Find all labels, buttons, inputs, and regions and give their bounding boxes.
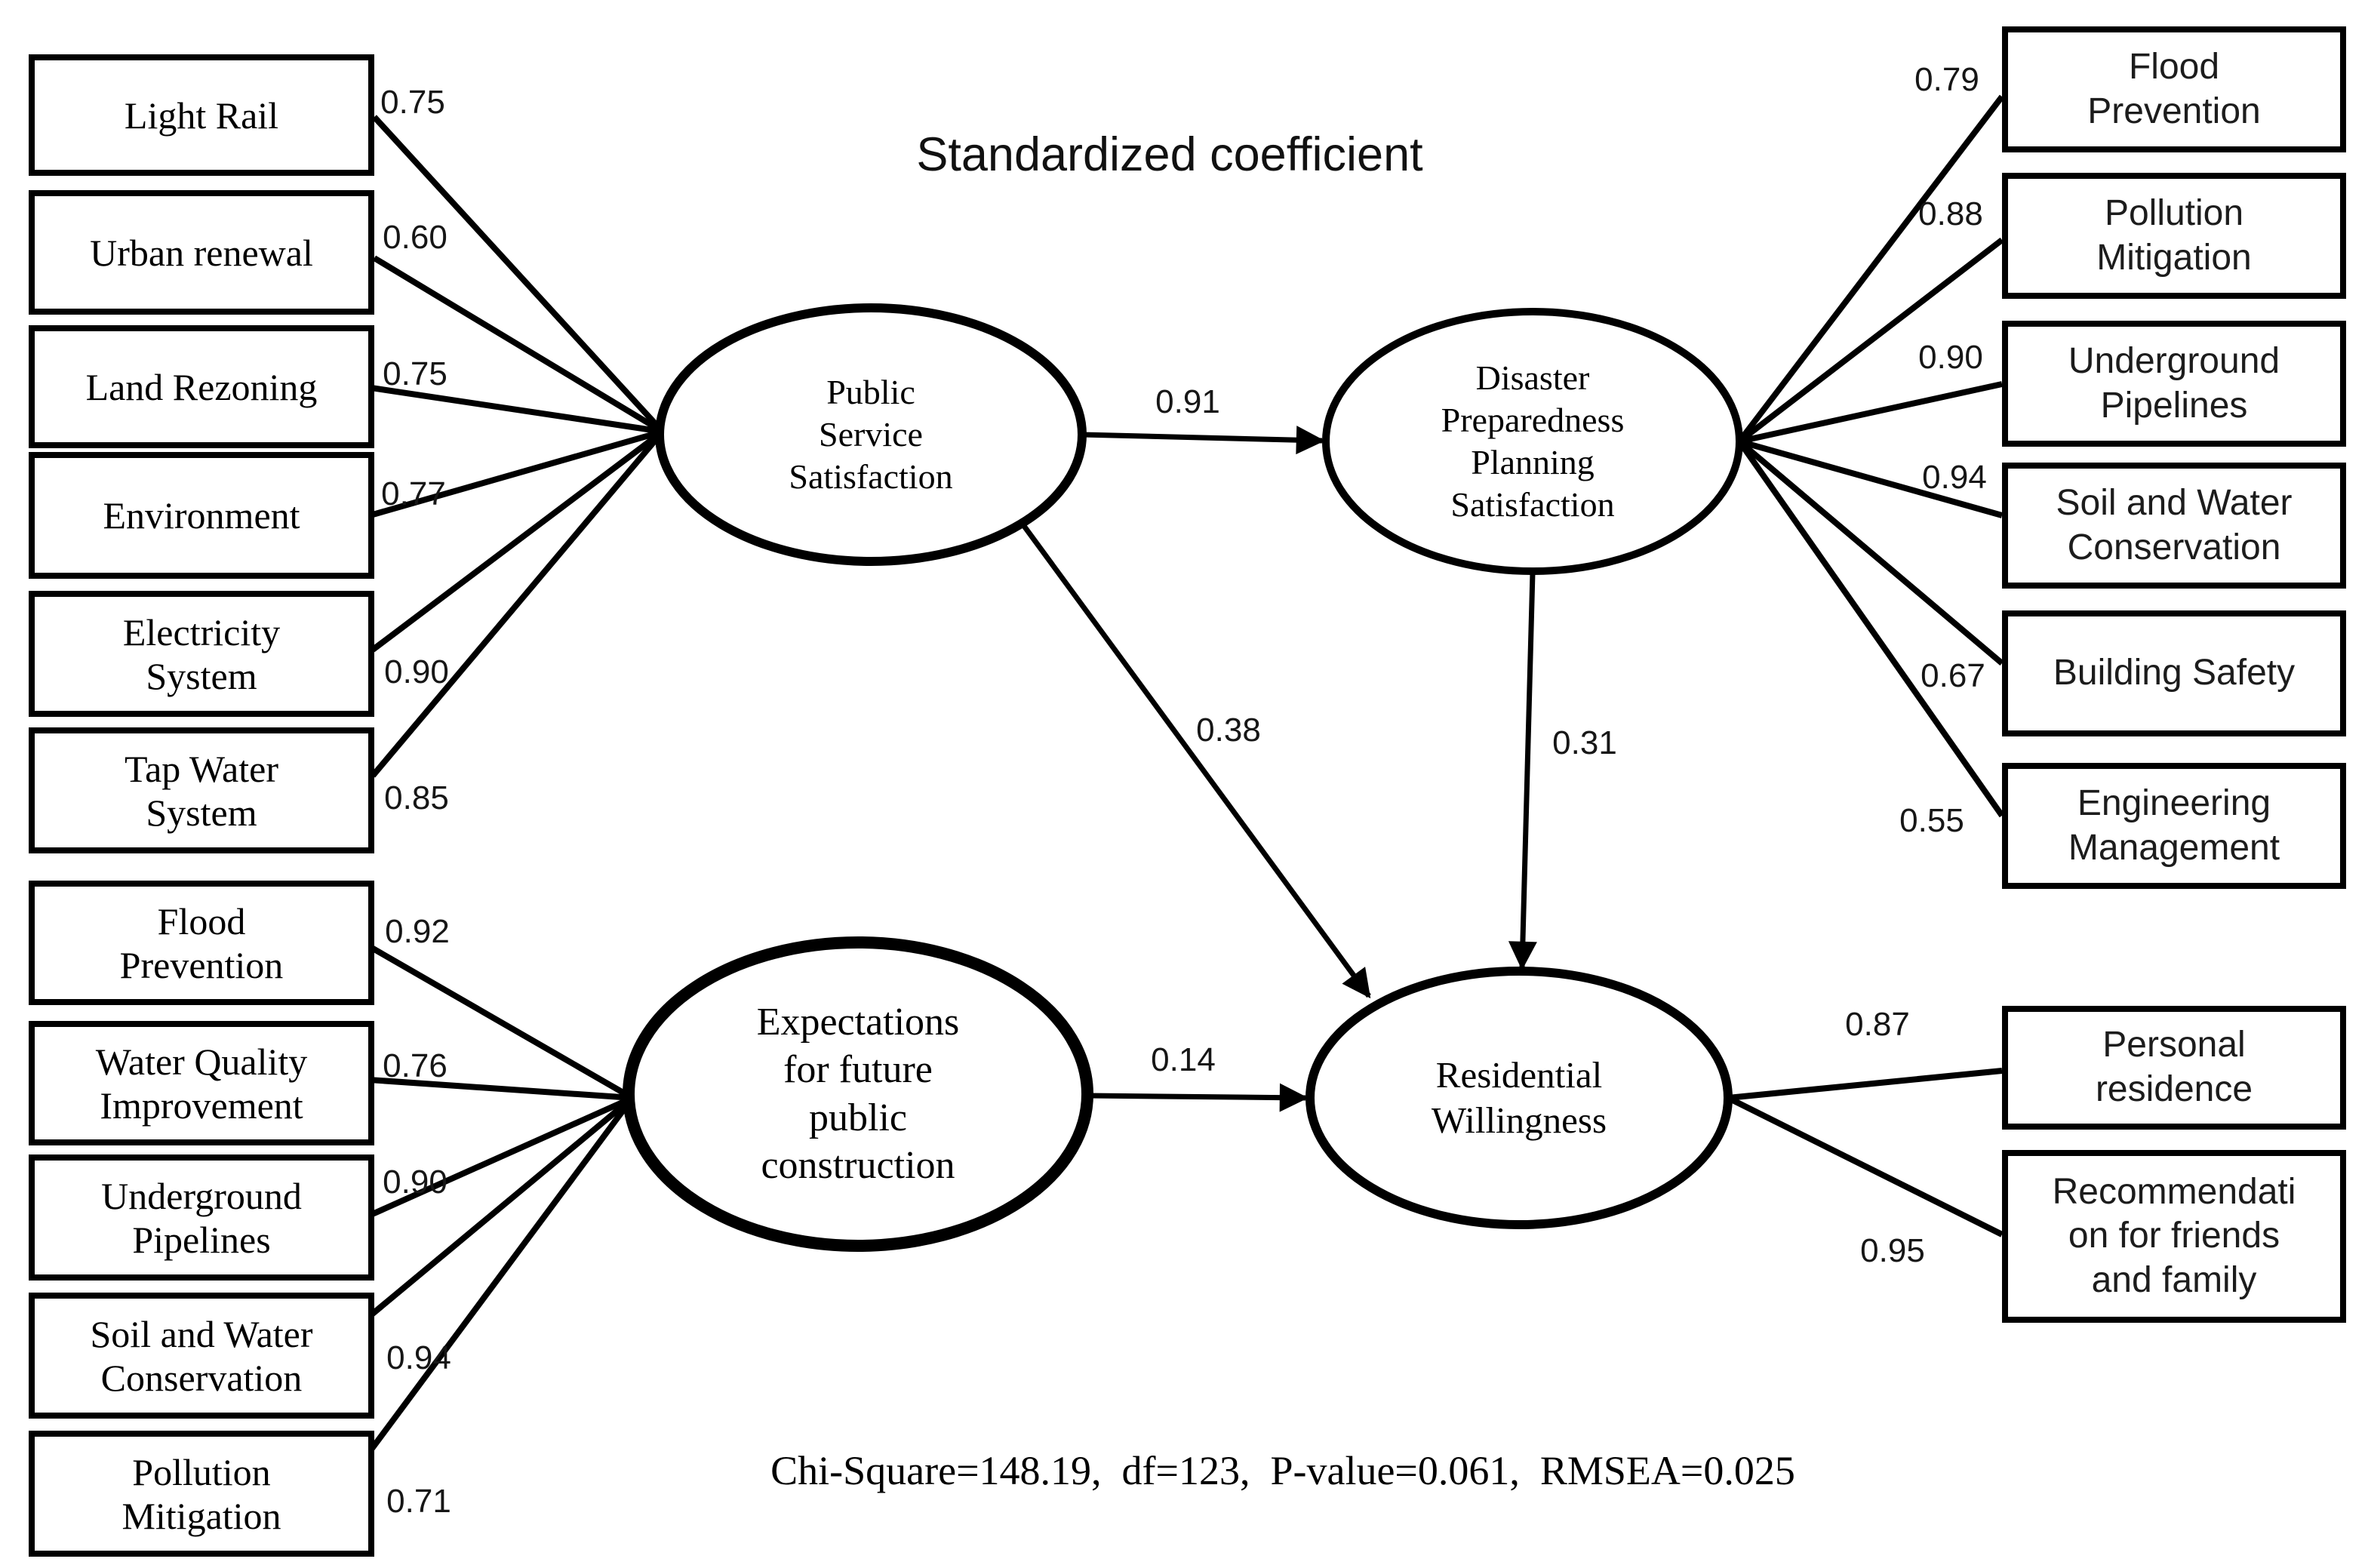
fit-statistics: Chi-Square=148.19, df=123, P-value=0.061… <box>770 1448 1795 1493</box>
loading-line <box>372 115 665 434</box>
indicator-pollution-mitigation-right: Pollution Mitigation <box>2002 173 2346 299</box>
loading-soil-water-conservation-left: 0.94 <box>386 1339 451 1376</box>
path-coefficient-pss-to-rw: 0.38 <box>1196 712 1261 749</box>
indicator-environment: Environment <box>29 452 374 579</box>
loading-electricity-system: 0.90 <box>384 653 449 690</box>
loading-underground-pipelines-right: 0.90 <box>1918 339 1983 376</box>
loading-urban-renewal: 0.60 <box>383 219 447 256</box>
loading-building-safety: 0.67 <box>1921 657 1985 694</box>
indicator-personal-residence: Personal residence <box>2002 1006 2346 1130</box>
loading-flood-prevention-left: 0.92 <box>385 913 450 950</box>
path-coefficient-pss-to-dpps: 0.91 <box>1155 383 1220 420</box>
indicator-underground-pipelines-right: Underground Pipelines <box>2002 321 2346 447</box>
path-coefficient-dpps-to-rw: 0.31 <box>1552 724 1617 761</box>
path-arrow-pss-to-dpps <box>1081 426 1325 455</box>
latent-ellipse-disaster-preparedness <box>1322 308 1743 575</box>
loading-pollution-mitigation-left: 0.71 <box>386 1483 451 1520</box>
indicator-tap-water-system: Tap Water System <box>29 727 374 853</box>
loading-lines-rw <box>1727 1068 2004 1237</box>
loading-line <box>1727 1095 2004 1237</box>
indicator-electricity-system: Electricity System <box>29 591 374 717</box>
indicator-light-rail: Light Rail <box>29 54 374 176</box>
diagram-title: Standardized coefficient <box>916 128 1423 181</box>
latent-label-public-service-satisfaction: Public Service Satisfaction <box>789 372 953 497</box>
loading-line <box>368 1077 633 1101</box>
loading-recommendation-friends-family: 0.95 <box>1860 1232 1925 1269</box>
loading-light-rail: 0.75 <box>380 84 445 121</box>
indicator-building-safety: Building Safety <box>2002 610 2346 736</box>
indicator-flood-prevention-right: Flood Prevention <box>2002 26 2346 152</box>
path-coefficient-efpc-to-rw: 0.14 <box>1151 1041 1216 1078</box>
loading-line <box>368 943 634 1101</box>
latent-ellipse-expectations <box>623 936 1093 1252</box>
loading-line <box>1736 94 2005 444</box>
loading-tap-water-system: 0.85 <box>384 779 449 816</box>
loading-soil-water-conservation-right: 0.94 <box>1922 459 1987 496</box>
indicator-recommendation-friends-family: Recommendati on for friends and family <box>2002 1150 2346 1323</box>
loading-line <box>366 1096 635 1455</box>
loading-lines-pss <box>370 115 666 778</box>
latent-label-expectations: Expectations for future public construct… <box>756 1001 960 1188</box>
indicator-soil-water-conservation-left: Soil and Water Conservation <box>29 1293 374 1419</box>
loading-line <box>1727 1068 2003 1101</box>
loading-land-rezoning: 0.75 <box>383 355 447 392</box>
path-arrow-efpc-to-rw <box>1089 1083 1309 1112</box>
loading-underground-pipelines-left: 0.90 <box>383 1164 447 1201</box>
latent-ellipse-residential-willingness <box>1305 967 1733 1229</box>
indicator-pollution-mitigation-left: Pollution Mitigation <box>29 1431 374 1557</box>
loading-line <box>367 1095 635 1320</box>
path-arrow-pss-to-rw <box>1019 521 1371 999</box>
loading-line <box>371 385 663 435</box>
loading-lines-dpps <box>1736 94 2005 818</box>
indicator-water-quality-improvement: Water Quality Improvement <box>29 1021 374 1145</box>
loading-line <box>370 429 666 778</box>
indicator-underground-pipelines-left: Underground Pipelines <box>29 1154 374 1281</box>
loading-line <box>1737 438 2004 666</box>
latent-label-residential-willingness: Residential Willingness <box>1431 1054 1607 1141</box>
indicator-soil-water-conservation-right: Soil and Water Conservation <box>2002 463 2346 589</box>
loading-lines-expectations <box>366 943 635 1455</box>
indicator-urban-renewal: Urban renewal <box>29 190 374 315</box>
loading-line <box>1737 237 2004 444</box>
loading-pollution-mitigation-right: 0.88 <box>1918 195 1983 232</box>
loading-line <box>1736 439 2005 818</box>
loading-engineering-management: 0.55 <box>1899 802 1964 839</box>
latent-label-disaster-preparedness: Disaster Preparedness Planning Satisfact… <box>1441 358 1625 524</box>
loading-line <box>372 255 665 435</box>
indicator-engineering-management: Engineering Management <box>2002 763 2346 889</box>
loading-flood-prevention-right: 0.79 <box>1914 61 1979 98</box>
loading-line <box>1739 381 2003 444</box>
loading-line <box>368 1095 634 1219</box>
loading-line <box>371 429 665 653</box>
loading-line <box>371 429 664 518</box>
indicator-land-rezoning: Land Rezoning <box>29 325 374 448</box>
indicator-flood-prevention-left: Flood Prevention <box>29 881 374 1005</box>
loading-water-quality-improvement: 0.76 <box>383 1047 447 1084</box>
loading-personal-residence: 0.87 <box>1845 1006 1910 1043</box>
path-arrow-dpps-to-rw <box>1508 572 1537 970</box>
loading-environment: 0.77 <box>381 475 446 512</box>
loading-line <box>1738 438 2004 518</box>
